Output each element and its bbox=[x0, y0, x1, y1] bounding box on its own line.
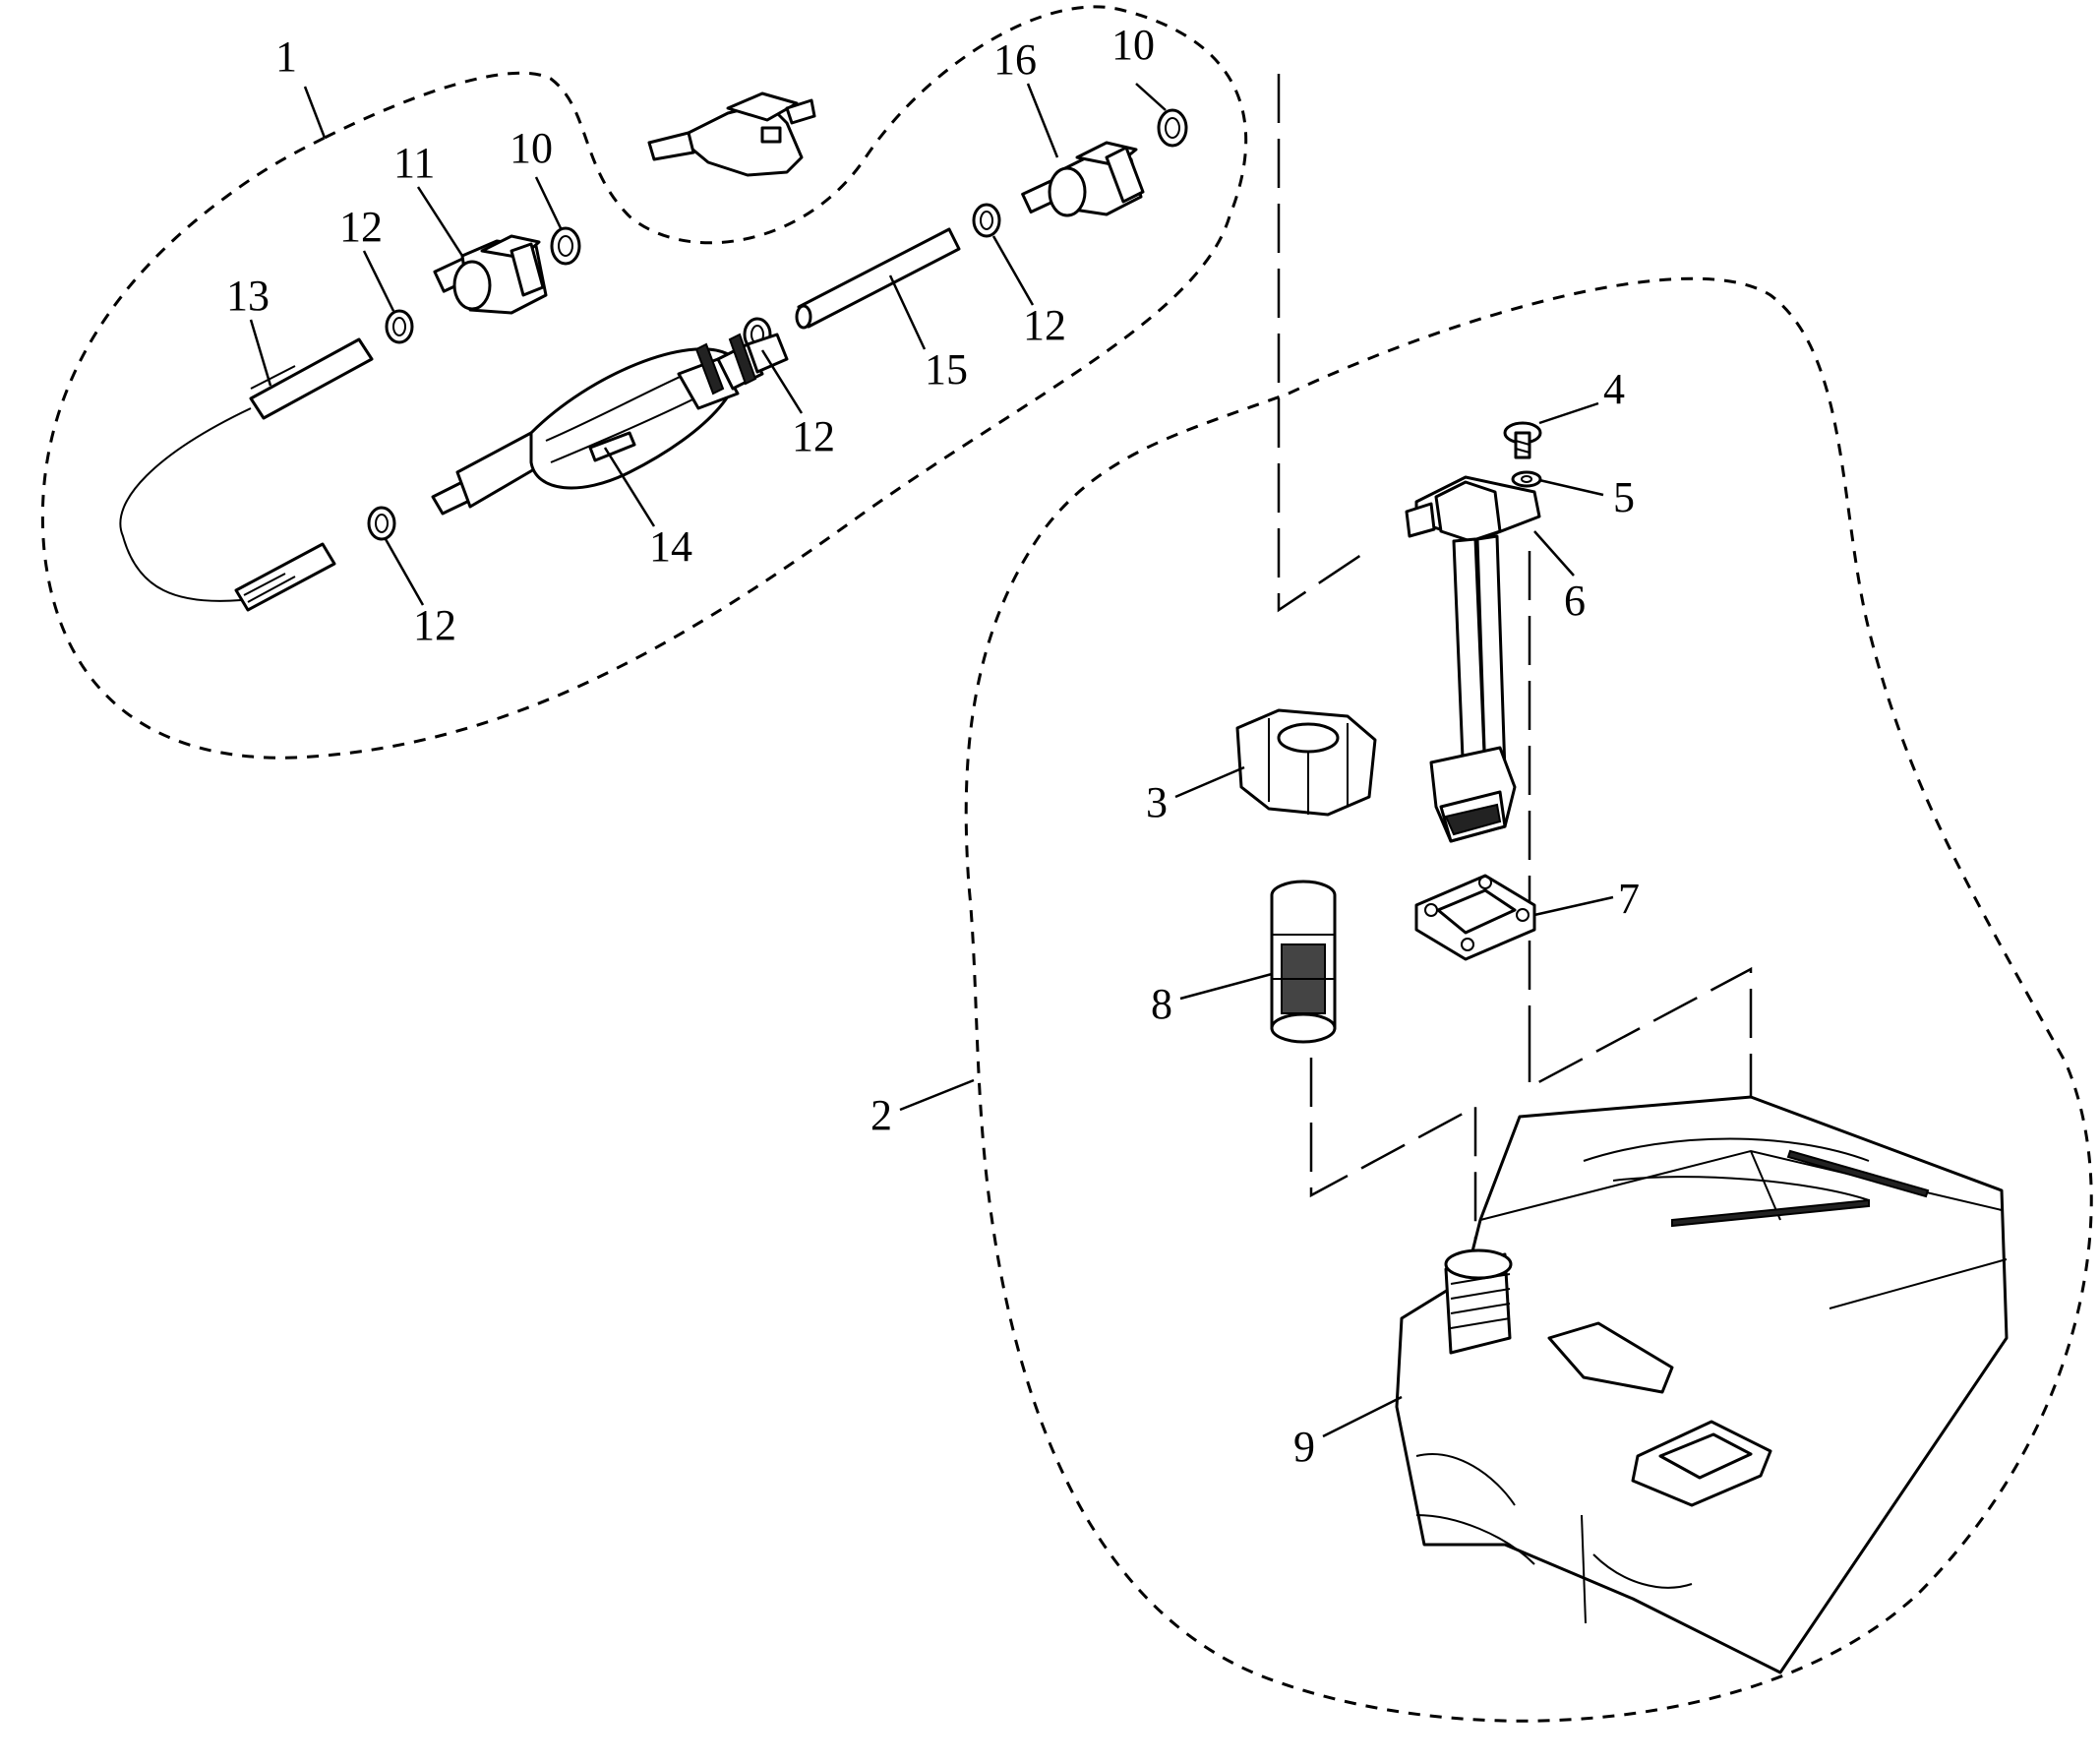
callout-6: 6 bbox=[1564, 577, 1586, 625]
callout-12c: 12 bbox=[1023, 301, 1066, 349]
leader-5 bbox=[1538, 478, 1604, 497]
callout-4: 4 bbox=[1603, 365, 1625, 413]
leader-15 bbox=[888, 274, 927, 350]
callout-10a: 10 bbox=[510, 124, 553, 172]
assembly-axis-connector bbox=[1277, 74, 1368, 613]
fuel-filter bbox=[1270, 880, 1337, 1044]
leader-12a bbox=[362, 250, 395, 312]
group-outline-fuel-tank bbox=[964, 276, 2093, 1723]
fuel-tank bbox=[1395, 1095, 2009, 1674]
mounting-screw bbox=[1503, 421, 1542, 459]
callout-1: 1 bbox=[275, 32, 297, 81]
fuel-hose-short bbox=[795, 227, 961, 330]
callout-9: 9 bbox=[1293, 1423, 1315, 1471]
leader-8 bbox=[1179, 972, 1273, 1001]
callout-14: 14 bbox=[649, 522, 692, 571]
callout-2: 2 bbox=[870, 1091, 892, 1139]
assembly-axis-filter-neck bbox=[1309, 1058, 1477, 1240]
callout-12b: 12 bbox=[792, 412, 835, 460]
callout-16: 16 bbox=[993, 35, 1037, 84]
leader-12d bbox=[384, 538, 425, 606]
group-outline-fuel-line bbox=[40, 5, 1248, 760]
fuel-connector-tank-side bbox=[1021, 141, 1145, 217]
fuel-hose bbox=[119, 337, 374, 612]
fuel-connector-engine-side bbox=[433, 234, 548, 315]
float bbox=[1235, 708, 1377, 817]
callout-3: 3 bbox=[1146, 778, 1168, 826]
leader-11 bbox=[416, 186, 464, 257]
leader-14 bbox=[603, 447, 656, 527]
callout-11: 11 bbox=[393, 139, 435, 187]
callout-13: 13 bbox=[226, 272, 270, 320]
callout-15: 15 bbox=[925, 345, 968, 394]
leader-10a bbox=[534, 176, 563, 229]
leader-10b bbox=[1135, 83, 1167, 111]
callout-12a: 12 bbox=[339, 203, 383, 251]
connector-detail-inset bbox=[647, 91, 816, 177]
leader-2 bbox=[899, 1078, 975, 1112]
callout-5: 5 bbox=[1613, 473, 1635, 521]
callout-10b: 10 bbox=[1111, 21, 1155, 69]
leader-12c bbox=[991, 235, 1035, 306]
hose-clip-a bbox=[385, 309, 414, 344]
callout-12d: 12 bbox=[413, 601, 456, 649]
leader-3 bbox=[1174, 765, 1245, 799]
leader-16 bbox=[1026, 83, 1059, 158]
primer-bulb bbox=[431, 333, 789, 516]
leader-12b bbox=[760, 349, 804, 414]
hose-clip-c bbox=[972, 203, 1001, 238]
gasket bbox=[1414, 874, 1536, 961]
callout-7: 7 bbox=[1618, 875, 1640, 923]
leader-6 bbox=[1533, 530, 1575, 577]
leader-7 bbox=[1533, 895, 1614, 917]
leader-13 bbox=[249, 319, 272, 387]
fuel-pickup-assembly bbox=[1405, 475, 1541, 843]
callout-8: 8 bbox=[1151, 980, 1172, 1028]
hose-clip-d bbox=[367, 506, 396, 541]
o-ring-b bbox=[1157, 108, 1188, 148]
washer bbox=[1511, 470, 1542, 488]
leader-4 bbox=[1538, 401, 1599, 425]
leader-1 bbox=[303, 86, 327, 139]
leader-9 bbox=[1322, 1395, 1403, 1438]
o-ring-a bbox=[550, 226, 581, 266]
